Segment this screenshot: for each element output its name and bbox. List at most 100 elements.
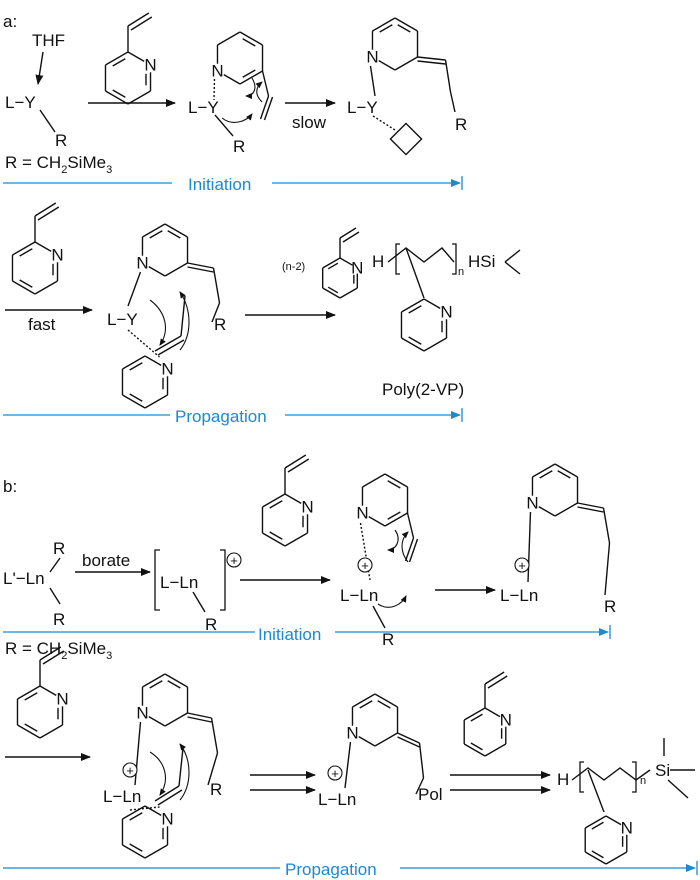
curved-arrow [255,81,263,103]
ring-double-bond [24,723,38,732]
r-group: R [604,597,616,616]
curved-arrow [221,113,253,123]
ring-bond [164,223,188,238]
ring-bond [384,473,408,488]
h-end: H [557,770,569,789]
dihydropyridine-ring [371,17,419,71]
vinylpyridine-ring [16,685,64,739]
lprime-ln: L'−Ln [3,569,45,588]
ring-bond [127,90,151,105]
l-ln-product: L−Ln [500,586,538,605]
curved-arrow [401,531,409,563]
repeat-unit-brackets [395,243,457,275]
ring-bond [358,736,376,747]
nitrogen-label: N [136,254,148,273]
vinylpyridine-ring [321,257,359,299]
ring-bond [144,355,162,366]
ring-bond [374,732,398,747]
ring-double-bond [397,24,411,33]
ring-double-bond [591,821,604,830]
ring-double-bond [242,38,256,47]
polymer-name: Poly(2-VP) [382,380,464,399]
ring-bond [239,31,263,46]
l-ln-pol: L−Ln [318,790,356,809]
ring-bond [223,74,241,85]
ring-bond [484,707,501,718]
double-bond [154,335,182,352]
dihydropyridine-ring [141,673,189,727]
ring-double-bond [359,700,373,709]
ring-bond [122,394,146,409]
double-bond [187,716,212,723]
dative-bond [127,329,160,358]
slow-label: slow [292,113,327,132]
pendant-pyridine [400,298,448,352]
n-subscript: n [640,775,646,787]
ring-double-bond [387,511,401,520]
ring-double-bond [24,692,38,701]
nitrogen-label: N [51,246,63,265]
ring-bond [164,712,188,727]
curved-arrow [149,299,166,346]
repeat-unit-brackets [579,761,637,793]
positive-charge-icon [514,557,530,573]
double-bond [577,502,604,509]
dihydropyridine-ring [531,463,579,517]
initiation-label-a: Initiation [188,175,251,194]
bond [127,271,142,307]
r-group: R [210,780,222,799]
ring-bond [423,337,447,352]
bond [180,295,186,337]
double-bond [397,736,420,748]
vinylpyridine-ring [463,707,507,757]
ring-double-bond [269,500,283,509]
l-ln-intermediate: L−Ln [340,586,378,605]
ring-double-bond [470,742,483,751]
bond [527,511,532,583]
ring-bond [144,844,168,859]
curved-arrow [387,529,399,553]
nitrogen-label: N [161,810,173,829]
double-bond [287,458,310,473]
double-bond [342,231,360,243]
double-bond [187,266,214,273]
ly-intermediate: L−Y [188,98,219,117]
nitrogen-label: N [366,48,378,67]
nitrogen-label: N [500,711,512,730]
bond [214,114,234,137]
ring-bond [554,502,578,517]
bond [207,752,219,786]
ring-bond [605,851,628,865]
bond [39,109,56,133]
part-a-label: a: [3,12,17,31]
ring-bond [352,693,376,708]
curved-arrow [179,743,190,801]
ring-bond [322,287,341,299]
reaction-arrow [35,51,44,85]
ring-bond [148,716,166,727]
double-bond [417,60,446,65]
bond [415,777,425,795]
r-group: R [233,137,245,156]
r-group: R [53,539,65,558]
ring-double-bond [19,248,33,257]
ring-bond [401,337,425,352]
curved-arrow [377,595,407,608]
coordinated-pyridine [216,31,264,85]
initiation-label-b: Initiation [258,625,321,644]
ring-bond [538,506,556,517]
curved-arrow [179,291,190,351]
bond [178,747,184,787]
ring-bond [164,673,188,688]
double-bond [259,95,270,120]
ring-bond [262,532,286,547]
plus-sign: + [518,558,526,573]
nitrogen-label: N [161,360,173,379]
methyl-bond [667,779,689,799]
dihydropyridine-ring [141,223,189,277]
nitrogen-label: N [526,494,538,513]
vinylpyridine-ring [11,241,59,295]
ring-bond [394,17,418,32]
ring-bond [17,724,41,739]
